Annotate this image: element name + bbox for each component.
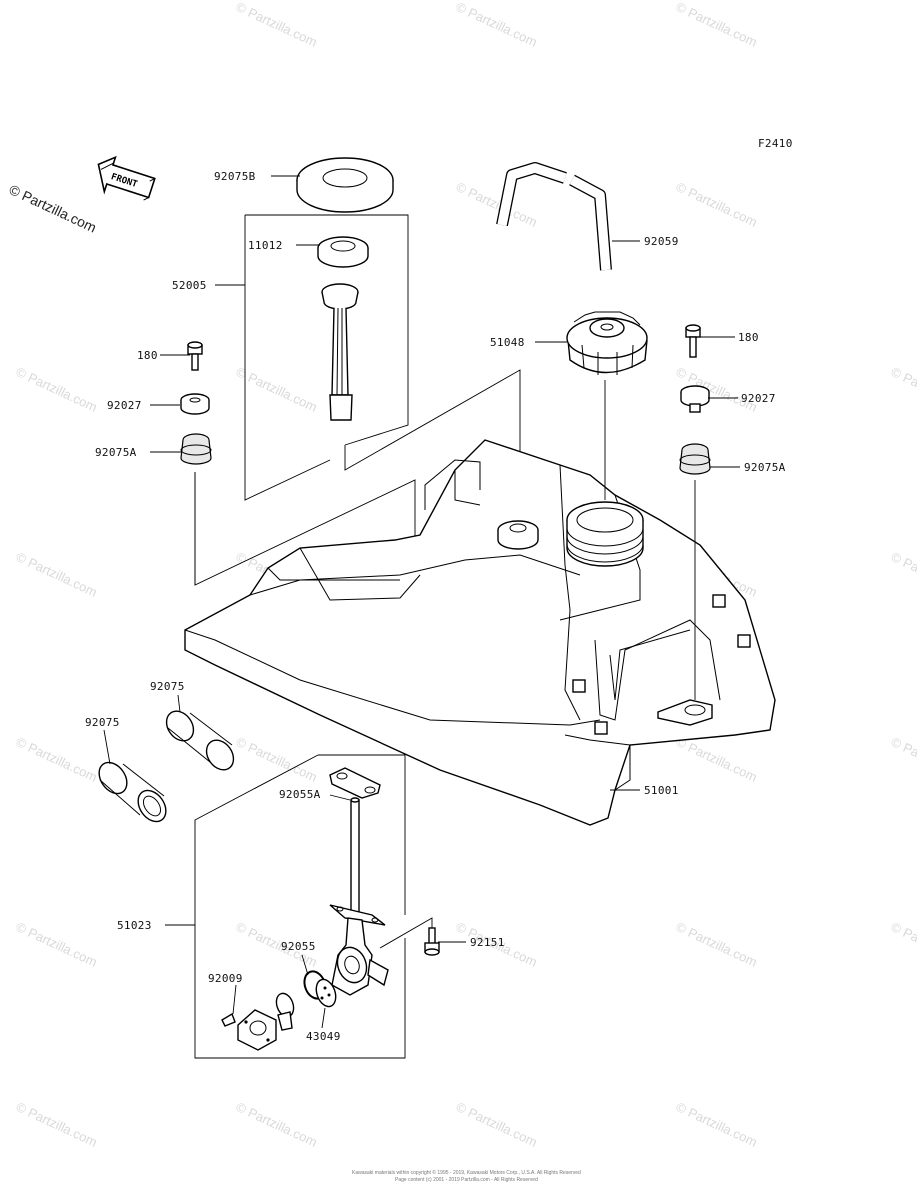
group-frame-52005 [244,214,409,501]
watermark: © Partzilla.com [674,734,760,785]
watermark: © Partzilla.com [889,549,917,600]
part-label-92075b: 92075B [214,170,256,183]
watermark: © Partzilla.com [454,1099,540,1150]
watermark: © Partzilla.com [454,0,540,50]
leader-cock-bolt [379,917,433,949]
damper-92075a-left [180,433,212,465]
collar-92027-left [180,393,210,415]
part-label-92055a: 92055A [279,788,321,801]
part-labels: 92075B 11012 52005 180 92027 92075A 9205… [85,170,786,1043]
group-frame-51023 [194,754,406,1059]
bolt-180-left [187,341,203,371]
bolt-180-right [685,324,701,358]
part-label-92075a-right: 92075A [744,461,786,474]
watermark: © Partzilla.com [234,0,320,50]
copyright-footer: Kawasaki materials within copyright © 19… [352,1169,581,1183]
watermark: © Partzilla.com [889,364,917,415]
copyright-line-2: Page content (c) 2001 - 2019 Partzilla.c… [395,1177,538,1183]
part-label-92055: 92055 [281,940,316,953]
part-label-51023: 51023 [117,919,152,932]
watermark: © Partzilla.com [14,364,100,415]
filter-43049 [315,978,337,1008]
watermark: © Partzilla.com [674,0,760,50]
watermark: © Partzilla.com [889,919,917,970]
fuel-cock-51023 [329,797,389,996]
plate-and-screw-92009 [221,1009,277,1051]
part-label-52005: 52005 [172,279,207,292]
part-label-92027-right: 92027 [741,392,776,405]
front-direction-arrow-icon: FRONT [97,155,156,201]
part-label-43049: 43049 [306,1030,341,1043]
callout-leaders [103,175,740,1029]
grommet-11012 [317,236,369,268]
watermark: © Partzilla.com [14,734,100,785]
bolt-92151 [424,927,440,956]
copyright-line-1: Kawasaki materials within copyright © 19… [352,1169,581,1176]
gasket-92055a [329,767,381,799]
watermark: © Partzilla.com [674,1099,760,1150]
fuel-gauge-52005 [321,283,359,421]
corner-watermark: © Partzilla.com [7,181,99,235]
corner-watermark-text: © Partzilla.com [7,181,99,235]
part-label-180-right: 180 [738,331,759,344]
part-label-92059: 92059 [644,235,679,248]
watermark: © Partzilla.com [234,1099,320,1150]
watermark: © Partzilla.com [674,919,760,970]
collar-92075-upper [165,710,235,771]
cushion-ring-92075b [296,157,394,213]
fuel-cap-51048 [566,311,648,375]
watermark: © Partzilla.com [674,179,760,230]
part-label-11012: 11012 [248,239,283,252]
watermark: © Partzilla.com [234,364,320,415]
watermark: © Partzilla.com [14,1099,100,1150]
figure-code: F2410 [758,137,793,150]
part-label-51048: 51048 [490,336,525,349]
breather-hose-92059 [496,162,612,271]
watermark: © Partzilla.com [889,734,917,785]
part-label-92075a-left: 92075A [95,446,137,459]
damper-92075a-right [679,443,711,475]
collar-92075-lower [98,761,167,823]
part-label-92075-lower: 92075 [85,716,120,729]
part-label-92027-left: 92027 [107,399,142,412]
collar-92027-right [680,385,710,413]
watermark: © Partzilla.com [14,919,100,970]
part-label-92075-upper: 92075 [150,680,185,693]
part-label-51001: 51001 [644,784,679,797]
fuel-tank-51001 [184,439,776,826]
watermark: © Partzilla.com [14,549,100,600]
part-label-180-left: 180 [137,349,158,362]
lever-and-seal [275,992,295,1031]
part-label-92009: 92009 [208,972,243,985]
part-label-92151: 92151 [470,936,505,949]
